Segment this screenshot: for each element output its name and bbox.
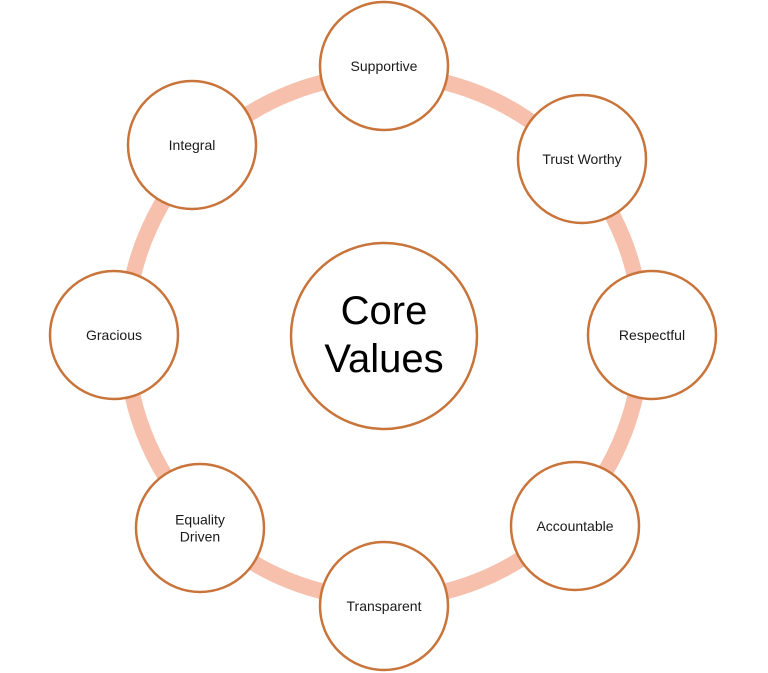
value-node: Integral — [126, 79, 258, 211]
value-node-circle — [318, 540, 450, 672]
value-node-label: Accountable — [536, 518, 613, 534]
value-node: Gracious — [48, 269, 180, 401]
value-node-circle — [516, 93, 648, 225]
value-node-label: Trust Worthy — [542, 151, 621, 167]
center-title-line-1: Core — [341, 289, 428, 333]
value-node: Transparent — [318, 540, 450, 672]
value-node: Respectful — [586, 269, 718, 401]
value-node-circle — [48, 269, 180, 401]
value-node-label: Equality — [175, 512, 225, 528]
value-node-label: Driven — [180, 529, 220, 545]
value-node-circle — [318, 0, 450, 132]
value-node-circle — [126, 79, 258, 211]
value-node-label: Gracious — [86, 327, 142, 343]
value-node-circle — [134, 462, 266, 594]
value-node: Trust Worthy — [516, 93, 648, 225]
value-node-label: Integral — [169, 137, 216, 153]
value-node: Supportive — [318, 0, 450, 132]
center-node: Core Values — [289, 241, 479, 431]
value-node: Accountable — [509, 460, 641, 592]
value-node-label: Respectful — [619, 327, 685, 343]
center-title-line-2: Values — [324, 337, 443, 381]
value-node-label: Supportive — [351, 58, 418, 74]
value-node-label: Transparent — [347, 598, 422, 614]
center-circle — [289, 241, 479, 431]
value-node-circle — [586, 269, 718, 401]
value-node-circle — [509, 460, 641, 592]
